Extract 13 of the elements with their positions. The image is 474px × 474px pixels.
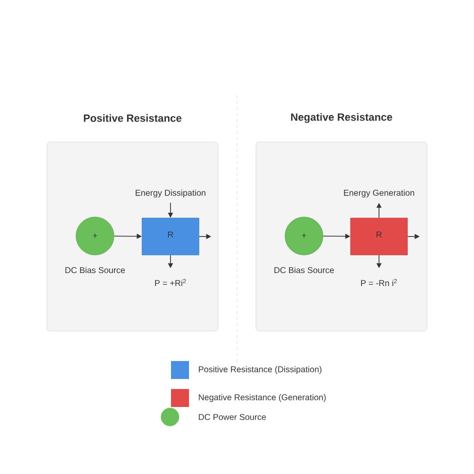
panel-title: Positive Resistance bbox=[84, 114, 182, 122]
power-formula: P = -Rn i$^{2}$ bbox=[361, 279, 397, 286]
power-formula: P = +Ri$^{2}$ bbox=[155, 279, 186, 286]
legend-label: Positive Resistance (Dissipation) bbox=[198, 366, 322, 374]
panel-title: Negative Resistance bbox=[291, 113, 392, 123]
source-label: DC Bias Source bbox=[65, 266, 125, 274]
legend-label: Negative Resistance (Generation) bbox=[198, 394, 326, 402]
energy-label: Energy Dissipation bbox=[136, 190, 206, 198]
resistor-box: R bbox=[350, 218, 408, 256]
resistor-box: R bbox=[142, 218, 200, 256]
energy-label: Energy Generation bbox=[344, 190, 414, 198]
legend-label: DC Power Source bbox=[198, 414, 266, 420]
source-label: DC Bias Source bbox=[274, 266, 334, 274]
